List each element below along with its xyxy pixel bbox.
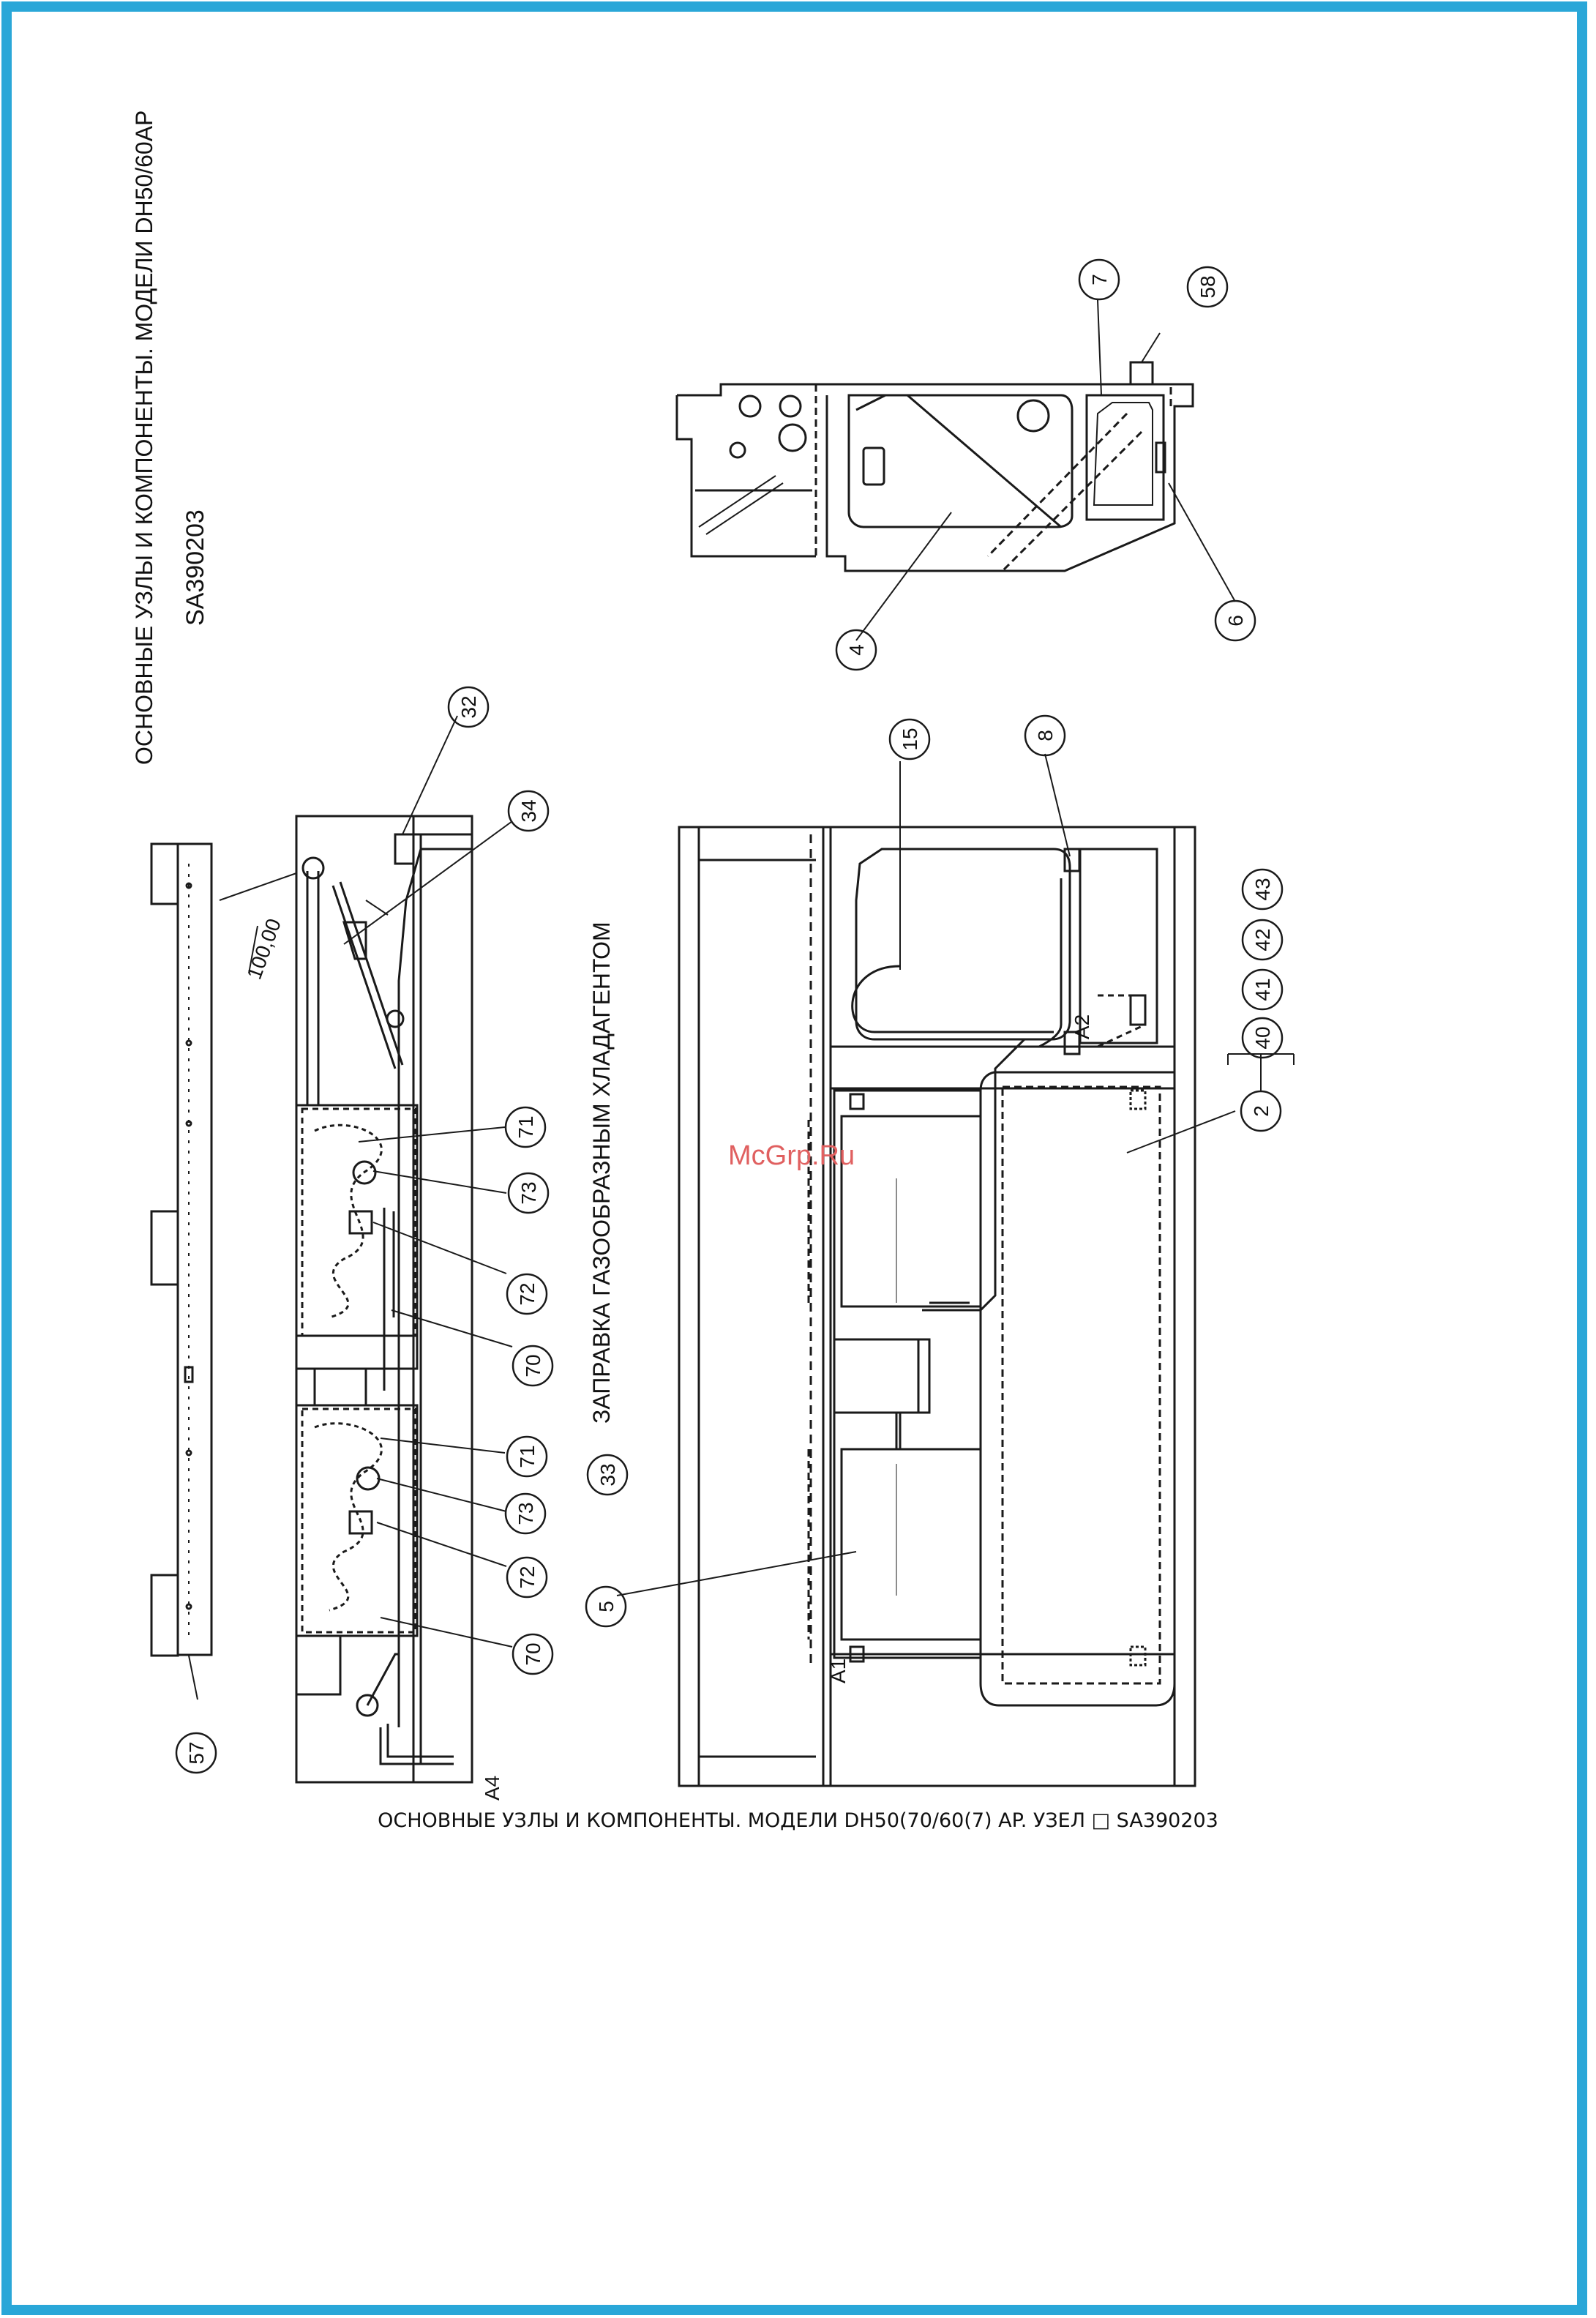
callout-33: 33 bbox=[596, 1463, 619, 1486]
callout-circles bbox=[176, 260, 1282, 1773]
side-view-assembly bbox=[296, 816, 472, 1782]
plan-view bbox=[679, 827, 1195, 1786]
callout-57: 57 bbox=[185, 1741, 208, 1764]
callout-72-lower: 72 bbox=[516, 1566, 539, 1588]
document-code: SA390203 bbox=[181, 509, 209, 626]
page-title: ОСНОВНЫЕ УЗЛЫ И КОМПОНЕНТЫ. МОДЕЛИ DH50/… bbox=[131, 111, 157, 765]
callout-40: 40 bbox=[1251, 1026, 1274, 1049]
callout-2: 2 bbox=[1250, 1105, 1273, 1117]
callout-5: 5 bbox=[595, 1601, 618, 1612]
callout-73-lower: 73 bbox=[514, 1502, 537, 1525]
callout-70-lower: 70 bbox=[522, 1642, 544, 1665]
mounting-rail bbox=[151, 844, 211, 1656]
callout-6: 6 bbox=[1224, 615, 1247, 627]
callout-73-upper: 73 bbox=[517, 1181, 540, 1204]
callout-8: 8 bbox=[1034, 730, 1057, 741]
section-mark-a2: A2 bbox=[1071, 1014, 1093, 1039]
section-label: ЗАПРАВКА ГАЗООБРАЗНЫМ ХЛАДАГЕНТОМ bbox=[588, 921, 615, 1424]
callout-34: 34 bbox=[517, 799, 540, 822]
section-mark-a1: A1 bbox=[827, 1659, 850, 1683]
callout-15: 15 bbox=[899, 728, 921, 750]
callout-72-upper: 72 bbox=[516, 1282, 539, 1305]
section-view bbox=[677, 362, 1193, 571]
callout-71-upper: 71 bbox=[514, 1115, 537, 1138]
page-caption: ОСНОВНЫЕ УЗЛЫ И КОМПОНЕНТЫ. МОДЕЛИ DH50(… bbox=[0, 1809, 1596, 1832]
section-mark-a4: A4 bbox=[481, 1776, 503, 1801]
callout-42: 42 bbox=[1251, 928, 1274, 951]
callout-41: 41 bbox=[1251, 978, 1274, 1001]
dimension-value: 100,00 bbox=[243, 916, 285, 982]
callout-43: 43 bbox=[1251, 878, 1274, 900]
callout-71-lower: 71 bbox=[516, 1445, 539, 1468]
callout-4: 4 bbox=[845, 644, 868, 656]
callout-32: 32 bbox=[457, 695, 480, 718]
watermark: McGrp.Ru bbox=[728, 1140, 855, 1172]
callout-58: 58 bbox=[1196, 275, 1219, 298]
callout-70-upper: 70 bbox=[522, 1354, 544, 1377]
callout-7: 7 bbox=[1088, 274, 1111, 285]
